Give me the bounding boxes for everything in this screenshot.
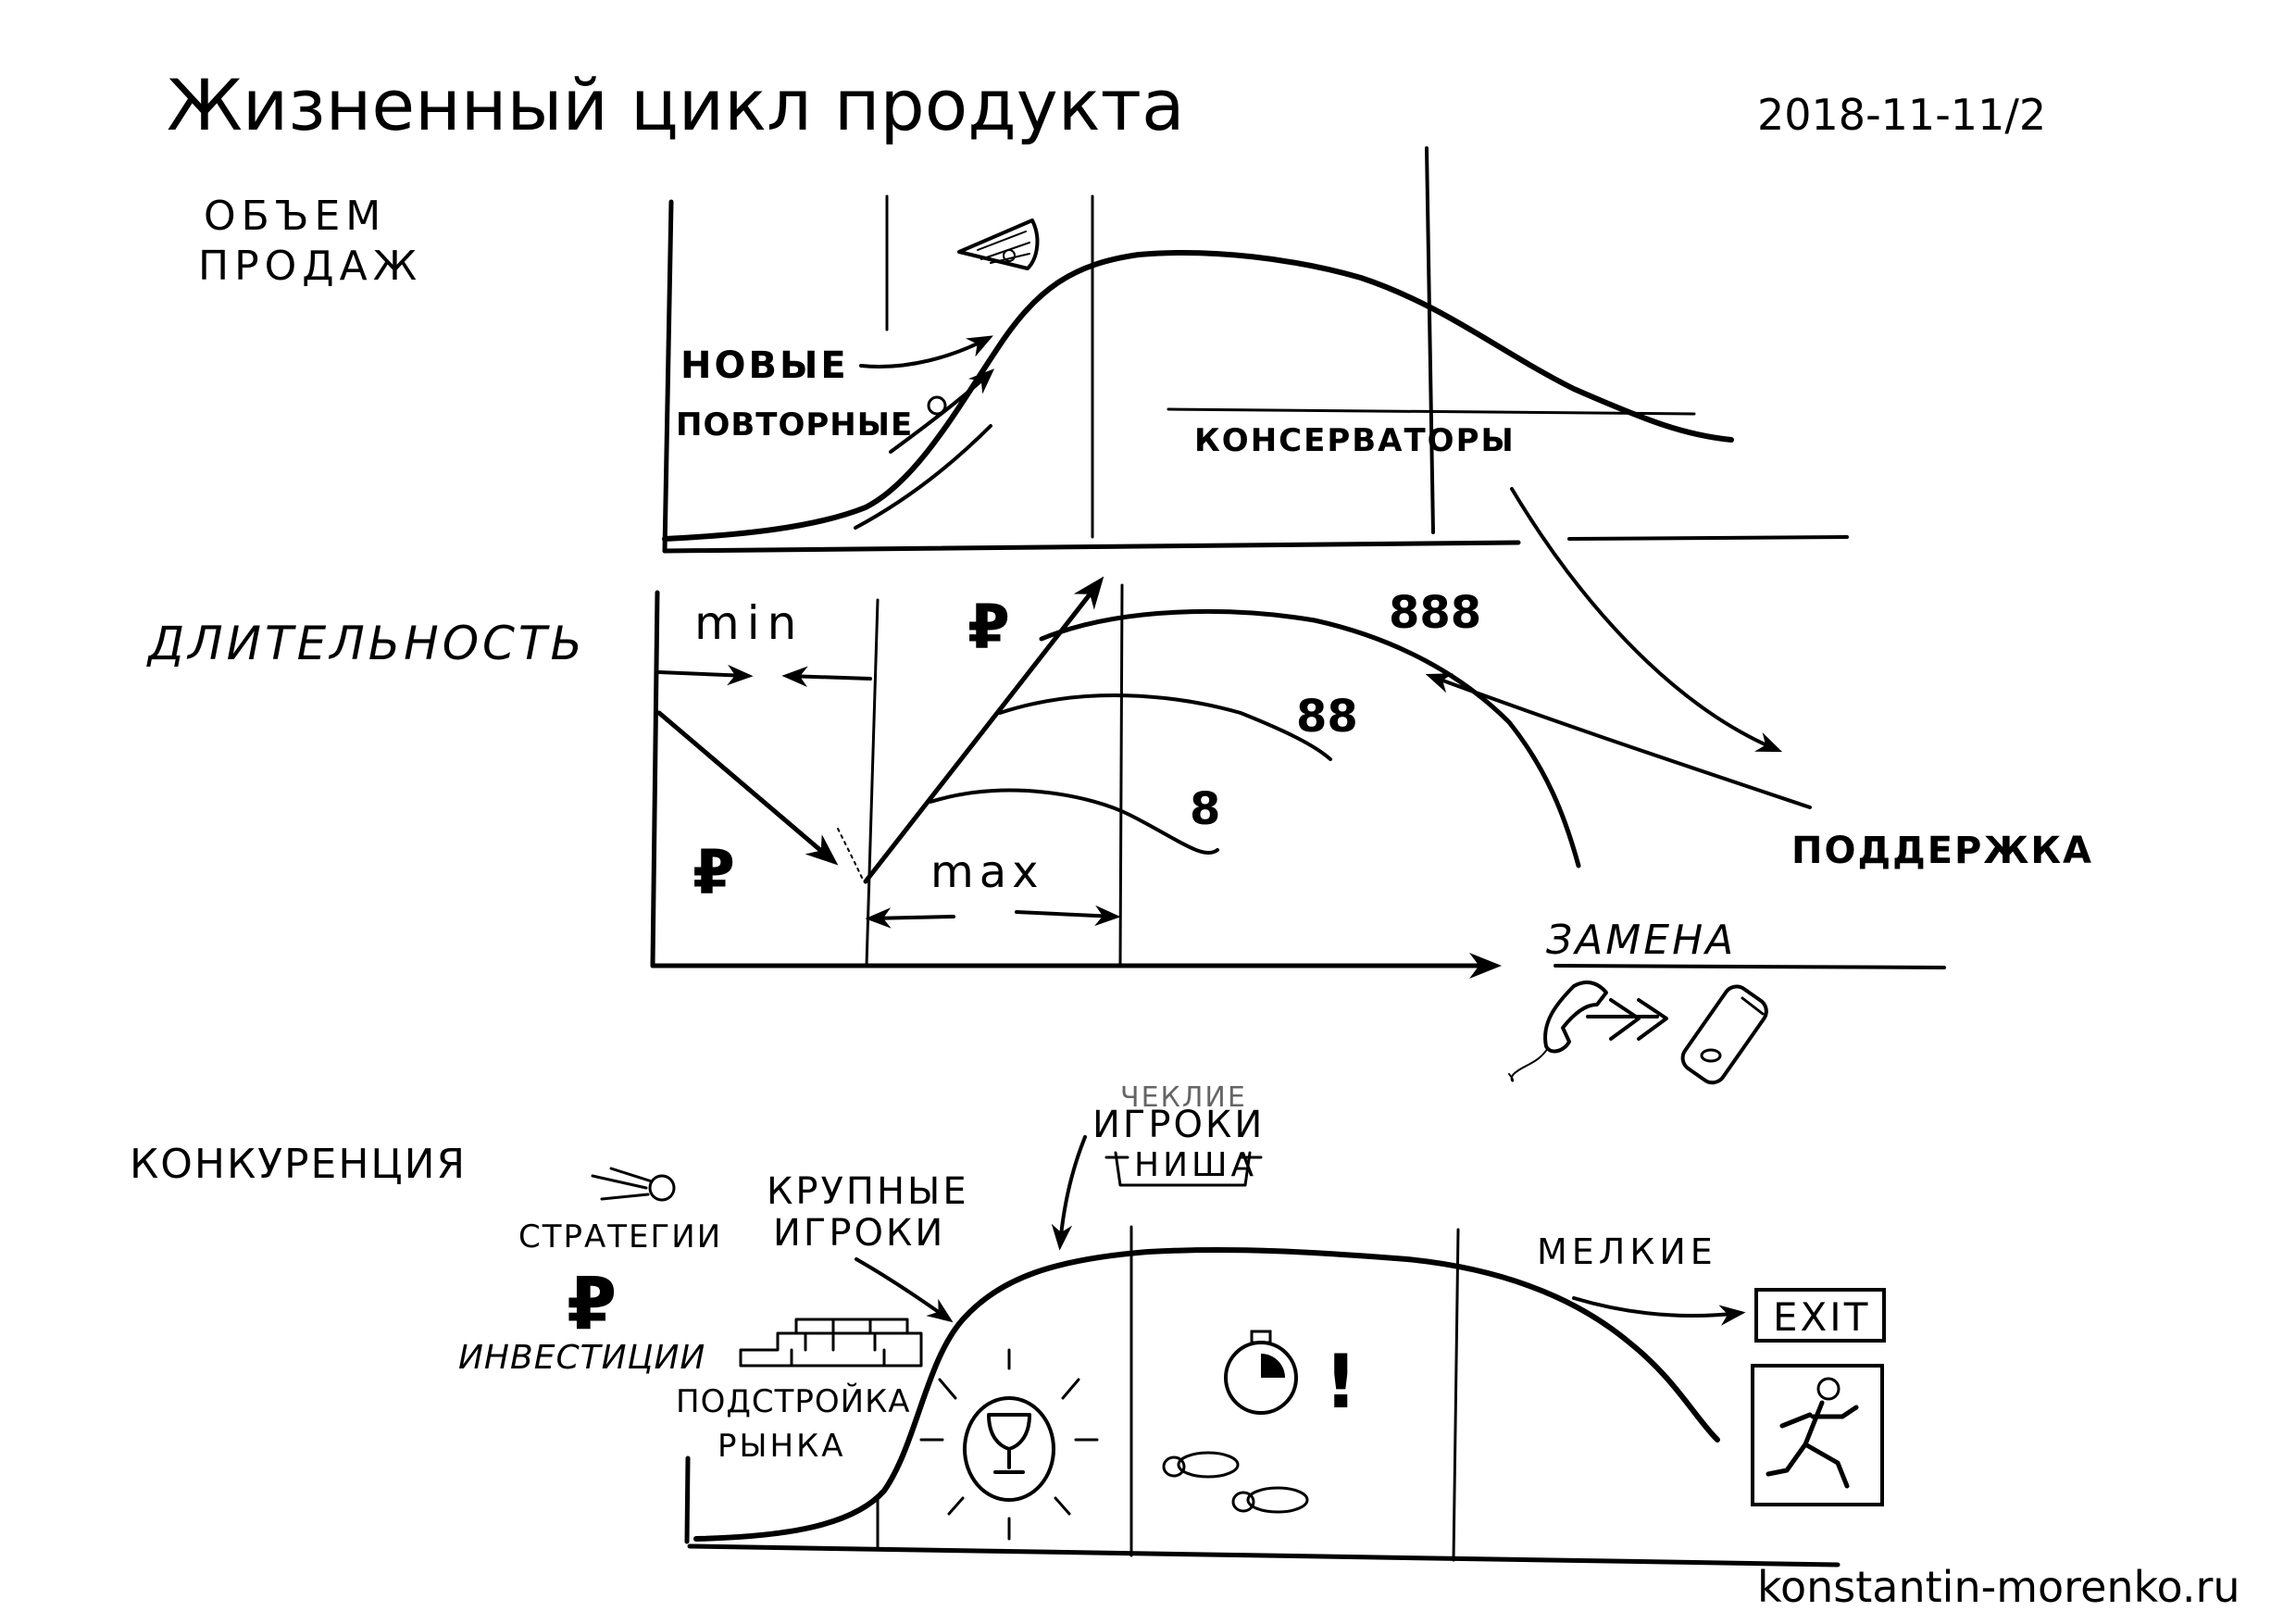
max-arrow-left <box>865 907 955 929</box>
stopwatch-icon <box>1224 1330 1298 1415</box>
product-curve-long <box>1039 608 1581 868</box>
replace-label: ЗАМЕНА <box>1546 917 1736 964</box>
duration-chart: ДЛИТЕЛЬНОСТЬ min ₽ ₽ max 8 88 888 ПОДДЕР… <box>146 487 2093 1085</box>
min-arrow-right <box>781 666 872 687</box>
lightbulb-trophy-icon <box>919 1348 1099 1541</box>
duration-y-axis <box>650 590 660 968</box>
new-customers-label: НОВЫЕ <box>680 344 849 387</box>
exit-arrow <box>1572 1296 1746 1326</box>
conservators-line <box>1167 407 1696 416</box>
exit-sign-box <box>1754 1288 1886 1343</box>
big-players-label-line2: ИГРОКИ <box>773 1212 945 1255</box>
niche-box <box>1104 1151 1263 1187</box>
max-label: max <box>930 846 1044 898</box>
conservators-to-support-arrow <box>1510 487 1783 753</box>
running-man-icon <box>1751 1364 1884 1506</box>
small-players-label: МЕЛКИЕ <box>1537 1231 1717 1272</box>
count-8: 8 <box>1190 783 1220 835</box>
footprints-icon <box>1162 1451 1309 1514</box>
ruble-low: ₽ <box>693 837 735 908</box>
competition-chart: КОНКУРЕНЦИЯ КРУПНЫЕ ИГРОКИ ЧЕКЛИЕ ИГРОКИ… <box>130 1081 1886 1568</box>
strategies-label: СТРАТЕГИИ <box>518 1218 722 1255</box>
investments-label: ИНВЕСТИЦИИ <box>458 1339 705 1377</box>
niche-players-label-line0: ЧЕКЛИЕ <box>1120 1081 1247 1114</box>
replace-double-arrow <box>1586 998 1668 1041</box>
niche-players-label-line1: ИГРОКИ <box>1092 1104 1265 1146</box>
min-arrow-left <box>657 664 754 686</box>
strategies-comet-icon <box>591 1167 676 1202</box>
min-label: min <box>694 596 804 650</box>
niche-arrow <box>1051 1135 1087 1251</box>
competition-x-axis <box>687 1543 1841 1568</box>
count-88: 88 <box>1296 691 1358 743</box>
ruble-high: ₽ <box>967 592 1010 663</box>
cost-dip-dotted <box>837 828 864 881</box>
big-players-arrow <box>855 1257 954 1323</box>
sales-y-axis <box>662 199 674 554</box>
count-888: 888 <box>1389 587 1481 639</box>
repeat-curve <box>854 424 992 530</box>
sales-x-axis <box>662 540 1521 554</box>
conservators-label: КОНСЕРВАТОРЫ <box>1194 422 1516 459</box>
max-arrow-right <box>1015 905 1121 927</box>
competition-y-axis <box>684 1455 691 1544</box>
exclamation-mark: ! <box>1324 1339 1357 1425</box>
support-arrow <box>1425 673 1812 809</box>
duration-divider-1 <box>865 598 880 968</box>
site-footer: konstantin-morenko.ru <box>1757 1562 2240 1612</box>
market-tuning-label-line1: ПОДСТРОЙКА <box>676 1382 911 1420</box>
competition-divider-3 <box>1452 1228 1460 1562</box>
sales-volume-chart: ОБЪЕМ ПРОДАЖ НОВЫЕ ПОВТОРНЫЕ КОНСЕРВАТОР… <box>198 146 1849 554</box>
mobile-phone-icon <box>1680 984 1768 1085</box>
investments-ruble: ₽ <box>567 1263 617 1346</box>
sales-axis-label-line2: ПРОДАЖ <box>198 243 422 290</box>
sales-curve <box>662 249 1734 542</box>
repeat-customers-label: ПОВТОРНЫЕ <box>676 406 913 443</box>
page-title: Жизненный цикл продукта <box>167 64 1185 146</box>
duration-axis-label: ДЛИТЕЛЬНОСТЬ <box>146 617 586 670</box>
competition-axis-label: КОНКУРЕНЦИЯ <box>130 1141 467 1188</box>
bricks-icon <box>739 1318 923 1368</box>
duration-divider-2 <box>1118 583 1124 968</box>
cost-decline-arrow <box>656 710 839 866</box>
product-curve-short <box>929 788 1219 856</box>
repeat-loop-icon <box>927 395 947 416</box>
support-label: ПОДДЕРЖКА <box>1791 830 2093 872</box>
page-date: 2018-11-11/2 <box>1757 90 2046 140</box>
sales-divider-3 <box>1425 146 1435 534</box>
new-arrow <box>859 335 993 369</box>
pizza-icon <box>957 219 1040 270</box>
product-curve-mid <box>998 693 1332 761</box>
sales-axis-label-line1: ОБЪЕМ <box>204 193 386 240</box>
exit-sign-label: EXIT <box>1773 1294 1870 1340</box>
sales-x-axis-extension <box>1567 535 1849 541</box>
big-players-label-line1: КРУПНЫЕ <box>767 1170 969 1213</box>
competition-curve <box>693 1247 1720 1542</box>
old-phone-icon <box>1508 980 1608 1082</box>
duration-x-axis-extension <box>1554 964 1946 969</box>
niche-label: НИША <box>1134 1146 1257 1184</box>
market-tuning-label-line2: РЫНКА <box>718 1428 845 1465</box>
